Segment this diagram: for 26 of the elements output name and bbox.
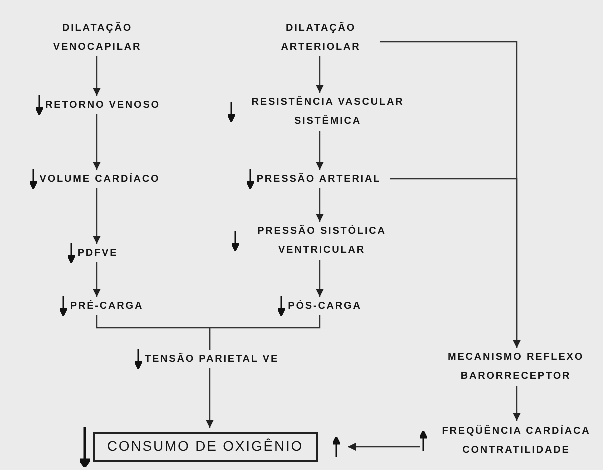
node-label: PRÉ-CARGA [70,299,144,314]
node-label: FREQÜÊNCIA CARDÍACA CONTRATILIDADE [441,424,592,458]
node-label: PRESSÃO SISTÓLICA VENTRICULAR [256,224,388,258]
node-label: RETORNO VENOSO [46,98,160,112]
arrow [316,188,324,222]
node-label: DILATAÇÃO VENOCAPILAR [52,21,143,55]
arrow [316,56,324,93]
node-label: VOLUME CARDÍACO [40,172,160,186]
arrow [93,262,101,297]
node-label: PRESSÃO ARTERIAL [256,172,382,186]
arrow [513,386,521,421]
arrow [206,368,214,428]
node-label: DILATAÇÃO ARTERIOLAR [280,21,362,55]
node-label: RESISTÊNCIA VASCULAR SISTÊMICA [250,95,406,129]
arrow [93,56,101,96]
arrow [93,188,101,244]
arrow [390,178,521,348]
node-label: MECANISMO REFLEXO BARORRECEPTOR [446,351,586,384]
arrow [316,260,324,297]
arrow [93,114,101,170]
node-label: PDFVE [78,246,118,260]
arrow [316,131,324,170]
node-label: CONSUMO DE OXIGÊNIO [93,432,318,462]
arrow [348,443,420,451]
node-label: PÓS-CARGA [288,299,362,314]
node-label: TENSÃO PARIETAL VE [144,352,280,366]
